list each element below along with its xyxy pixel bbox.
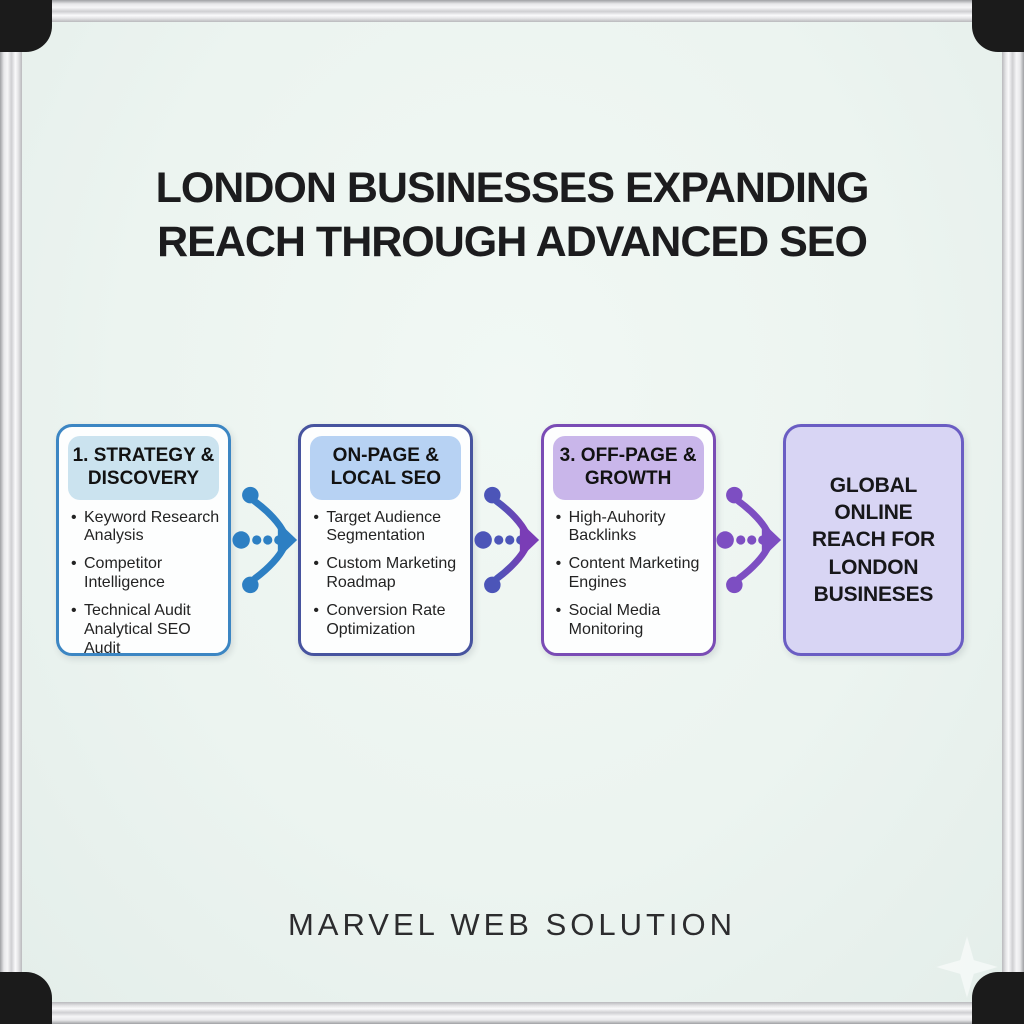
- converging-arrow-icon: [716, 486, 782, 594]
- flow-arrow-3: [716, 424, 782, 656]
- step-box-strategy-discovery: 1. STRATEGY & DISCOVERY Keyword Research…: [56, 424, 231, 657]
- bullet-item: Conversion Rate Optimization: [313, 602, 462, 640]
- bullet-item: Technical Audit Analytical SEO Audit: [71, 602, 220, 659]
- step-header: ON-PAGE & LOCAL SEO: [310, 436, 462, 500]
- step-box-offpage-growth: 3. OFF-PAGE & GROWTH High-Auhority Backl…: [540, 424, 716, 656]
- converging-arrow-icon: [474, 486, 540, 594]
- corner-cap-top-right: [972, 0, 1024, 52]
- step-header: 1. STRATEGY & DISCOVERY: [68, 436, 219, 500]
- step-bullet-list: High-Auhority Backlinks Content Marketin…: [544, 507, 713, 649]
- step-header: 3. OFF-PAGE & GROWTH: [552, 436, 704, 500]
- flow-arrow-2: [474, 424, 540, 656]
- brand-footer: MARVEL WEB SOLUTION: [287, 907, 737, 942]
- bullet-item: Competitor Intelligence: [71, 555, 220, 593]
- step-box-onpage-local-seo: ON-PAGE & LOCAL SEO Target Audience Segm…: [298, 424, 474, 656]
- bullet-item: Custom Marketing Roadmap: [313, 555, 462, 593]
- step-bullet-list: Target Audience Segmentation Custom Mark…: [301, 507, 470, 649]
- seo-flow-diagram: 1. STRATEGY & DISCOVERY Keyword Research…: [56, 424, 964, 657]
- bullet-item: Social Media Monitoring: [556, 602, 705, 640]
- page-title: LONDON BUSINESSES EXPANDING REACH THROUG…: [155, 164, 870, 266]
- board-frame-left: [0, 0, 22, 1024]
- corner-cap-bottom-left: [0, 972, 52, 1024]
- bullet-item: High-Auhority Backlinks: [556, 509, 705, 547]
- result-label: GLOBAL ONLINE REACH FOR LONDON BUSINESES: [811, 473, 935, 606]
- bullet-item: Keyword Research Analysis: [71, 509, 220, 547]
- step-bullet-list: Keyword Research Analysis Competitor Int…: [59, 507, 228, 668]
- board-frame-right: [1002, 0, 1024, 1024]
- corner-cap-top-left: [0, 0, 52, 52]
- corner-cap-bottom-right: [972, 972, 1024, 1024]
- board-frame-top: [0, 0, 1024, 22]
- result-box-global-reach: GLOBAL ONLINE REACH FOR LONDON BUSINESES: [782, 424, 964, 656]
- flow-arrow-1: [232, 424, 298, 656]
- board-frame-bottom: [0, 1002, 1024, 1024]
- bullet-item: Content Marketing Engines: [556, 555, 705, 593]
- converging-arrow-icon: [232, 486, 297, 594]
- bullet-item: Target Audience Segmentation: [313, 509, 462, 547]
